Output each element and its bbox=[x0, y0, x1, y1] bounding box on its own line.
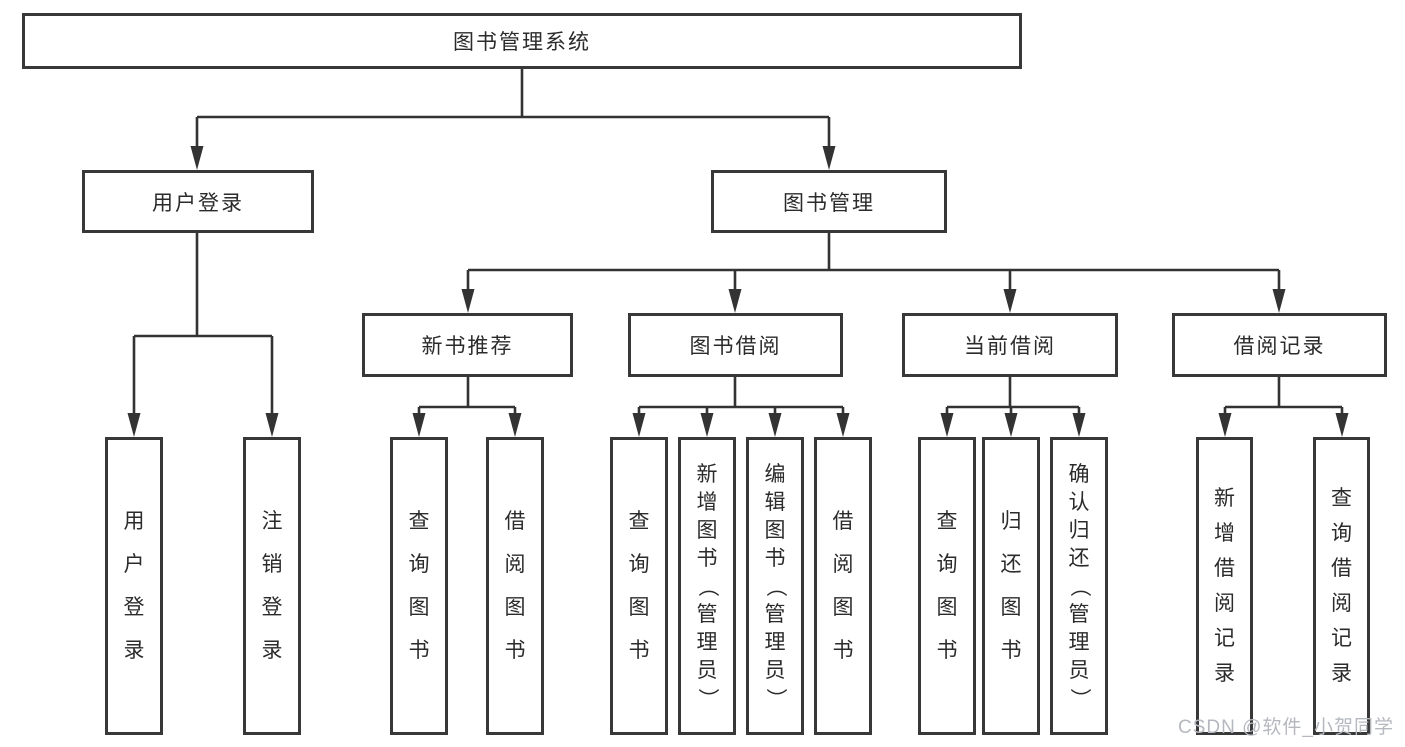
node-label: 新增图书（管理员） bbox=[695, 462, 719, 709]
node-label: 确认归还（管理员） bbox=[1067, 462, 1091, 709]
leaf-return-books: 归还图书 bbox=[982, 437, 1040, 735]
node-root-system: 图书管理系统 bbox=[22, 13, 1022, 69]
leaf-borrow-books: 借阅图书 bbox=[814, 437, 872, 735]
node-new-book-recommend: 新书推荐 bbox=[362, 313, 573, 377]
node-label: 借阅图书 bbox=[832, 510, 854, 662]
node-label: 查询借阅记录 bbox=[1331, 487, 1352, 685]
leaf-query-books-current: 查询图书 bbox=[918, 437, 976, 735]
leaf-user-login: 用户登录 bbox=[105, 437, 163, 735]
node-label: 当前借阅 bbox=[964, 335, 1056, 358]
node-label: 新书推荐 bbox=[421, 335, 514, 358]
leaf-query-borrow-record: 查询借阅记录 bbox=[1313, 437, 1370, 735]
node-label: 查询图书 bbox=[936, 510, 958, 662]
node-book-management-branch: 图书管理 bbox=[711, 170, 947, 233]
leaf-logout: 注销登录 bbox=[243, 437, 301, 735]
leaf-add-borrow-record: 新增借阅记录 bbox=[1196, 437, 1253, 735]
leaf-borrow-books-recommend: 借阅图书 bbox=[486, 437, 544, 735]
node-label: 图书借阅 bbox=[689, 335, 782, 358]
node-label: 图书管理系统 bbox=[453, 31, 591, 54]
csdn-watermark: CSDN @软件_小贺同学 bbox=[1178, 717, 1394, 738]
leaf-add-books-admin: 新增图书（管理员） bbox=[678, 437, 736, 735]
node-user-login-branch: 用户登录 bbox=[82, 170, 314, 233]
node-current-borrow: 当前借阅 bbox=[902, 313, 1118, 377]
node-label: 用户登录 bbox=[152, 191, 244, 215]
leaf-query-books-borrow: 查询图书 bbox=[610, 437, 668, 735]
leaf-edit-books-admin: 编辑图书（管理员） bbox=[746, 437, 804, 735]
node-label: 查询图书 bbox=[628, 510, 650, 662]
node-label: 编辑图书（管理员） bbox=[763, 462, 787, 709]
node-label: 注销登录 bbox=[261, 510, 283, 662]
node-borrow-records: 借阅记录 bbox=[1172, 313, 1387, 377]
node-label: 用户登录 bbox=[123, 510, 145, 662]
node-label: 新增借阅记录 bbox=[1214, 487, 1235, 685]
node-label: 借阅图书 bbox=[504, 510, 526, 662]
node-book-borrow: 图书借阅 bbox=[628, 313, 843, 377]
node-label: 归还图书 bbox=[1000, 510, 1022, 662]
leaf-confirm-return-admin: 确认归还（管理员） bbox=[1050, 437, 1108, 735]
node-label: 借阅记录 bbox=[1233, 335, 1326, 358]
leaf-query-books-recommend: 查询图书 bbox=[390, 437, 448, 735]
node-label: 图书管理 bbox=[783, 191, 875, 215]
node-label: 查询图书 bbox=[408, 510, 430, 662]
